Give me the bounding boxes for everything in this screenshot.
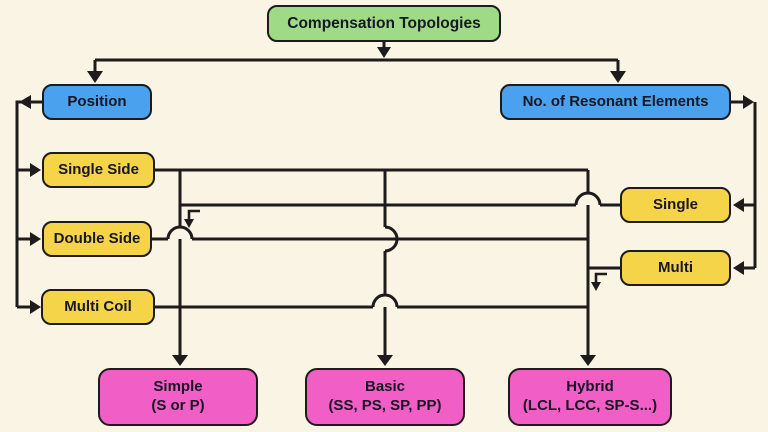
- node-label: Multi: [658, 258, 693, 276]
- line-hop-arc: [371, 293, 399, 308]
- line-hop-arc: [166, 225, 194, 240]
- node-multi: Multi: [620, 250, 731, 286]
- node-compensation-topologies: Compensation Topologies: [267, 5, 501, 42]
- arrowhead-down-icon: [580, 355, 596, 366]
- arrowhead-down-icon: [377, 47, 391, 58]
- arrowhead-down-mini-icon: [591, 282, 601, 291]
- node-label: Single: [652, 195, 698, 213]
- node-label: Multi Coil: [64, 297, 132, 315]
- node-label: Double Side: [53, 229, 141, 247]
- node-single: Single: [620, 187, 731, 223]
- node-subtitle: (S or P): [151, 397, 205, 414]
- node-subtitle: (SS, PS, SP, PP): [328, 397, 442, 414]
- node-title: Basic: [364, 378, 406, 396]
- node-multi-coil: Multi Coil: [41, 289, 155, 325]
- flow-marker-line: [187, 209, 200, 219]
- node-label: Single Side: [58, 160, 139, 178]
- node-title: Hybrid: [566, 378, 614, 396]
- node-label: Compensation Topologies: [287, 14, 481, 32]
- arrowhead-down-icon: [610, 71, 626, 83]
- arrowhead-right-icon: [30, 163, 41, 177]
- arrowhead-right-icon: [743, 95, 754, 109]
- node-no-of-resonant-elements: No. of Resonant Elements: [500, 84, 731, 120]
- edge-left-rail: [15, 100, 42, 307]
- node-basic: Basic (SS, PS, SP, PP): [305, 368, 465, 426]
- line-hop-arc: [384, 225, 399, 253]
- flow-marker-line: [594, 272, 607, 282]
- node-hybrid: Hybrid (LCL, LCC, SP-S...): [508, 368, 672, 426]
- arrowhead-left-icon: [733, 261, 744, 275]
- arrowhead-down-icon: [172, 355, 188, 366]
- line-hop-arc: [574, 191, 602, 206]
- node-subtitle: (LCL, LCC, SP-S...): [522, 397, 658, 414]
- node-single-side: Single Side: [42, 152, 155, 188]
- node-label: No. of Resonant Elements: [522, 92, 709, 110]
- arrowhead-down-icon: [87, 71, 103, 83]
- node-simple: Simple (S or P): [98, 368, 258, 426]
- arrowhead-left-icon: [19, 95, 31, 109]
- arrowhead-left-icon: [733, 198, 744, 212]
- node-label: Position: [67, 92, 127, 110]
- arrowhead-down-mini-icon: [184, 219, 194, 228]
- node-title: Simple: [153, 378, 203, 396]
- node-position: Position: [42, 84, 152, 120]
- arrowhead-right-icon: [30, 300, 41, 314]
- node-double-side: Double Side: [42, 221, 152, 257]
- arrowhead-down-icon: [377, 355, 393, 366]
- arrowhead-right-icon: [30, 232, 41, 246]
